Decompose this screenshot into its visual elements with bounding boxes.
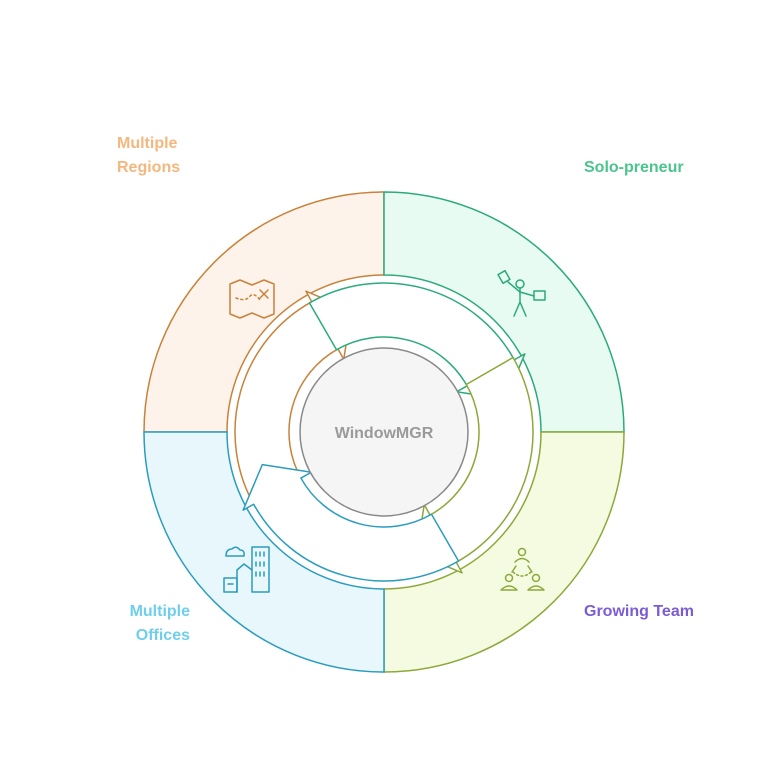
team-icon: [500, 547, 545, 591]
solo-worker-icon: [497, 269, 546, 317]
label-multiple-regions: Multiple Regions: [117, 132, 191, 180]
label-multiple-offices-line1: Multiple: [129, 603, 190, 620]
label-multiple-offices-line2: Offices: [135, 627, 190, 644]
label-solo-preneur-line1: Solo-preneur: [584, 159, 684, 176]
label-multiple-regions-line2: Regions: [117, 159, 181, 176]
arrow-multiple-offices: [242, 463, 460, 582]
label-growing-team-line1: Growing Team: [584, 603, 694, 620]
map-icon: [229, 279, 275, 319]
label-multiple-offices: Multiple Offices: [100, 600, 190, 648]
office-buildings-icon: [223, 546, 270, 593]
label-growing-team: Growing Team: [584, 600, 694, 624]
segment-multiple-regions: [143, 191, 385, 433]
segment-growing-team: [383, 431, 625, 673]
segment-solo-preneur: [383, 191, 625, 433]
center-label: WindowMGR: [335, 425, 434, 442]
label-solo-preneur: Solo-preneur: [584, 156, 684, 180]
center-circle: [299, 347, 469, 517]
label-multiple-regions-line1: Multiple: [117, 135, 178, 152]
